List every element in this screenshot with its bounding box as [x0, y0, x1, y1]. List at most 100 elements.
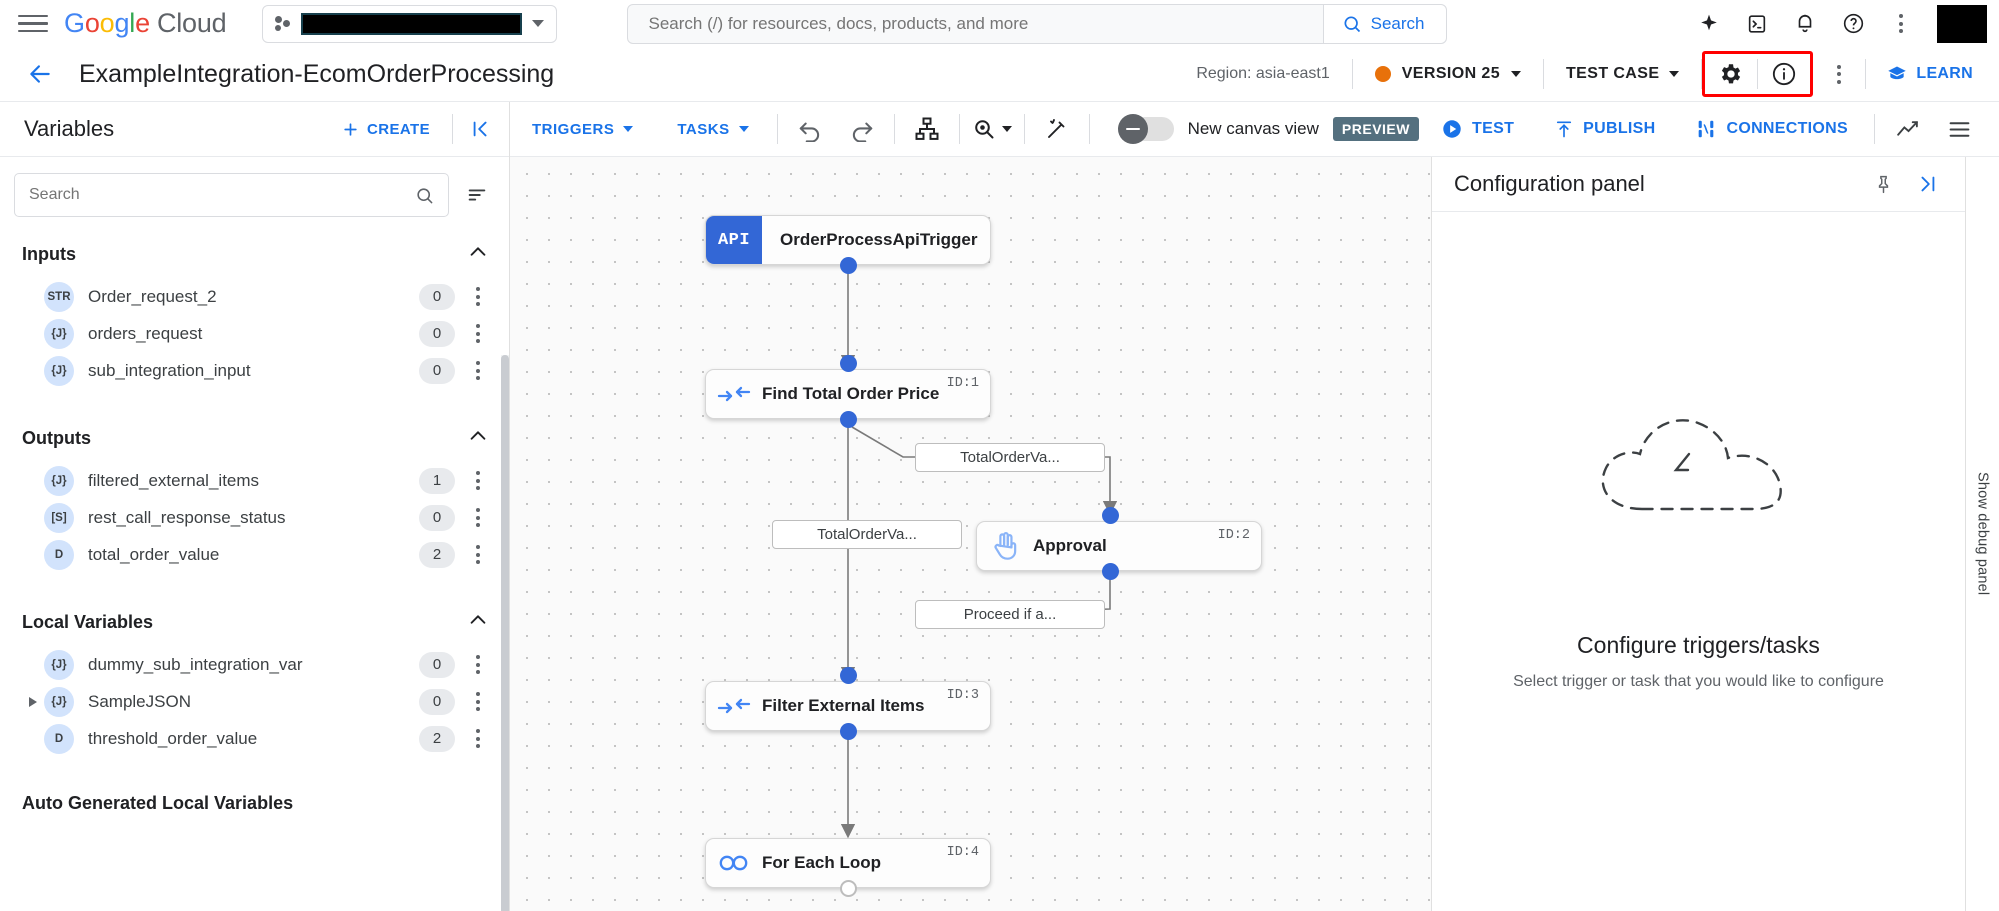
- chevron-down-icon: [1669, 71, 1680, 77]
- more-vert-icon[interactable]: [461, 354, 495, 388]
- flow-node-id: ID:1: [946, 376, 979, 391]
- edge-condition-label[interactable]: TotalOrderVa...: [915, 443, 1105, 472]
- flow-node-port[interactable]: [840, 257, 857, 274]
- hamburger-icon[interactable]: [18, 9, 48, 39]
- magic-wand-icon[interactable]: [1031, 107, 1083, 151]
- mapping-arrows-icon: [706, 695, 762, 717]
- version-selector[interactable]: VERSION 25: [1353, 65, 1543, 83]
- divider: [1543, 59, 1544, 89]
- flow-node-port[interactable]: [840, 880, 857, 897]
- pin-icon[interactable]: [1863, 164, 1903, 204]
- approval-hand-icon: [977, 531, 1033, 561]
- expand-triangle-icon: [22, 734, 44, 744]
- chevron-up-icon[interactable]: [467, 425, 489, 452]
- edge-condition-label[interactable]: Proceed if a...: [915, 600, 1105, 629]
- more-vert-icon[interactable]: [461, 464, 495, 498]
- auto-layout-icon[interactable]: [901, 107, 953, 151]
- edge-condition-label[interactable]: TotalOrderVa...: [772, 520, 962, 549]
- more-vert-icon[interactable]: [461, 317, 495, 351]
- publish-button[interactable]: PUBLISH: [1534, 118, 1675, 140]
- variable-group-header[interactable]: Local Variables: [0, 595, 509, 646]
- flow-node-port[interactable]: [840, 355, 857, 372]
- flow-node-port[interactable]: [1102, 507, 1119, 524]
- info-circle-icon[interactable]: [1758, 52, 1810, 96]
- flow-node-port[interactable]: [1102, 563, 1119, 580]
- flow-node-port[interactable]: [840, 411, 857, 428]
- search-button[interactable]: Search: [1322, 4, 1447, 43]
- expand-triangle-icon[interactable]: [22, 696, 44, 707]
- triggers-menu[interactable]: TRIGGERS: [510, 121, 655, 138]
- google-cloud-logo[interactable]: Google Cloud: [64, 8, 227, 39]
- sort-icon[interactable]: [461, 179, 493, 211]
- help-question-icon[interactable]: [1831, 2, 1875, 46]
- flow-node-port[interactable]: [840, 723, 857, 740]
- variable-group-header[interactable]: Outputs: [0, 411, 509, 462]
- more-vert-icon[interactable]: [461, 280, 495, 314]
- flow-node-label: OrderProcessApiTrigger: [780, 230, 978, 249]
- list-lines-icon[interactable]: [1933, 107, 1985, 151]
- collapse-right-icon[interactable]: [1907, 164, 1947, 204]
- variable-group-title: Outputs: [22, 428, 91, 448]
- tasks-menu[interactable]: TASKS: [655, 121, 770, 138]
- plus-icon: [344, 122, 357, 136]
- analytics-chart-icon[interactable]: [1881, 107, 1933, 151]
- more-vert-icon[interactable]: [461, 722, 495, 756]
- more-vert-icon[interactable]: [461, 538, 495, 572]
- more-vert-icon[interactable]: [461, 685, 495, 719]
- expand-triangle-icon: [22, 476, 44, 486]
- variable-type-badge: STR: [44, 281, 74, 312]
- variable-group-header[interactable]: Auto Generated Local Variables: [0, 779, 509, 824]
- new-canvas-view-toggle[interactable]: [1117, 114, 1174, 144]
- connections-button[interactable]: CONNECTIONS: [1675, 118, 1868, 140]
- more-vert-icon[interactable]: [461, 648, 495, 682]
- avatar[interactable]: [1937, 4, 1987, 43]
- search-input[interactable]: [628, 13, 1323, 34]
- variable-group-header[interactable]: Inputs: [0, 227, 509, 278]
- more-vert-icon[interactable]: [1879, 2, 1923, 46]
- expand-triangle-icon: [22, 660, 44, 670]
- divider: [1701, 59, 1703, 89]
- variable-count-badge: 0: [419, 320, 455, 347]
- topbar-actions: [1687, 2, 1999, 46]
- sidebar-scrollbar[interactable]: [501, 355, 509, 911]
- chevron-up-icon[interactable]: [467, 241, 489, 268]
- cloud-shell-icon[interactable]: [1735, 2, 1779, 46]
- zoom-icon[interactable]: [966, 107, 1018, 151]
- gear-icon[interactable]: [1705, 52, 1757, 96]
- test-case-selector[interactable]: TEST CASE: [1544, 65, 1701, 83]
- test-button[interactable]: TEST: [1421, 118, 1534, 140]
- collapse-left-icon[interactable]: [453, 102, 509, 156]
- more-vert-icon[interactable]: [461, 501, 495, 535]
- redo-icon[interactable]: [836, 107, 888, 151]
- notifications-bell-icon[interactable]: [1783, 2, 1827, 46]
- back-arrow-icon[interactable]: [20, 54, 60, 94]
- show-debug-panel-rail[interactable]: Show debug panel: [1965, 157, 1999, 911]
- more-vert-icon[interactable]: [1813, 52, 1865, 96]
- create-variable-button[interactable]: CREATE: [320, 121, 452, 138]
- learn-button[interactable]: LEARN: [1866, 64, 1999, 84]
- variables-search-input[interactable]: [29, 186, 415, 204]
- configure-heading: Configure triggers/tasks: [1577, 632, 1820, 658]
- project-picker[interactable]: [262, 4, 558, 43]
- flow-node-port[interactable]: [840, 667, 857, 684]
- gemini-sparkle-icon[interactable]: [1687, 2, 1731, 46]
- undo-icon[interactable]: [784, 107, 836, 151]
- chevron-up-icon[interactable]: [467, 609, 489, 636]
